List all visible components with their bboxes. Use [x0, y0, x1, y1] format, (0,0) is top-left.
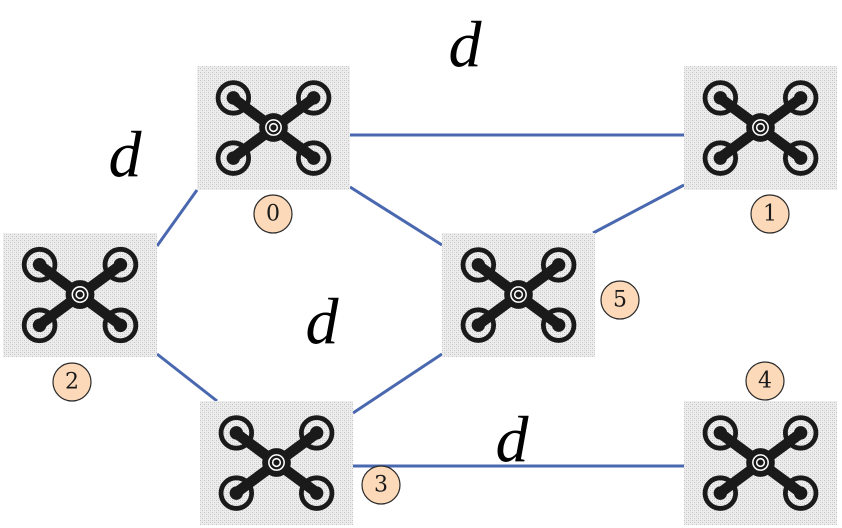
- badge-5: 5: [600, 280, 640, 320]
- edge-0-5: [349, 185, 443, 247]
- edge-1-5: [592, 183, 685, 235]
- badge-label-5: 5: [613, 288, 627, 313]
- badge-1: 1: [750, 194, 790, 234]
- node-3: [200, 401, 353, 525]
- badge-3: 3: [361, 465, 401, 505]
- badge-0: 0: [253, 194, 293, 234]
- badge-label-0: 0: [266, 202, 280, 227]
- node-5: [442, 233, 595, 357]
- distance-label-top: d: [449, 9, 483, 82]
- badge-label-1: 1: [763, 202, 777, 227]
- edge-3-5: [352, 352, 443, 415]
- distance-label-left: d: [109, 119, 143, 192]
- node-0: [197, 66, 350, 190]
- badge-label-4: 4: [758, 369, 772, 394]
- badge-4: 4: [745, 361, 785, 401]
- edge-0-2: [155, 189, 199, 247]
- badge-2: 2: [52, 362, 92, 402]
- edge-2-3: [156, 352, 218, 403]
- distance-label-middle: d: [306, 286, 340, 359]
- distance-label-bottom: d: [496, 404, 530, 477]
- node-4: [684, 401, 837, 525]
- edges: [155, 133, 685, 468]
- node-2: [3, 233, 157, 357]
- badge-label-3: 3: [374, 473, 388, 498]
- node-1: [684, 66, 837, 190]
- badge-label-2: 2: [65, 370, 79, 395]
